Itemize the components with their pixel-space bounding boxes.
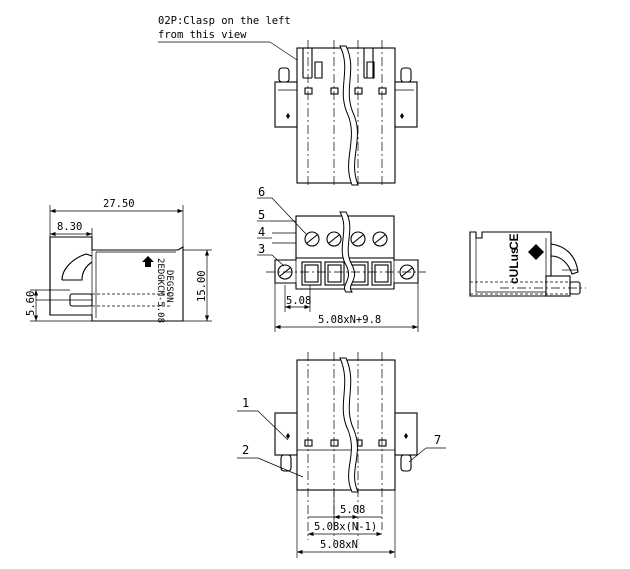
front-view: 6 5 4 3 5.08 5.08xN+9.8	[257, 185, 426, 332]
bottom-ear-left	[274, 412, 298, 456]
dim-front-total: 5.08xN+9.8	[318, 314, 381, 326]
dim-offset: 8.30	[57, 221, 82, 233]
ce-mark: CE	[507, 233, 521, 250]
callout-1: 1	[242, 396, 249, 410]
note-line-1: 02P:Clasp on the left	[158, 15, 291, 27]
side-view: 27.50 8.30 2EDGKCM-5.08 DEGSON 15.00	[25, 198, 212, 323]
dim-height: 15.00	[196, 270, 208, 302]
top-ear-right	[394, 81, 418, 128]
dim-overall-length: 27.50	[103, 198, 135, 210]
callout-4: 4	[258, 225, 265, 239]
dim-pitch-front: 5.08	[286, 295, 311, 307]
right-view: cULus CE	[469, 231, 586, 297]
side-body	[49, 236, 184, 322]
callout-5: 5	[258, 208, 265, 222]
side-marking-model: 2EDGKCM-5.08	[155, 258, 165, 323]
top-ear-left	[274, 81, 298, 128]
dim-pin-height: 5.60	[25, 291, 37, 316]
callout-7: 7	[434, 433, 441, 447]
dim-bottom-total: 5.08xN	[320, 539, 358, 551]
dim-pitch-bottom: 5.08	[340, 504, 365, 516]
brand-mark-icon	[528, 244, 544, 260]
bottom-view: 1 2 7 5.08 5.08x(N-1) 5.08xN	[237, 352, 446, 558]
side-marking-brand: DEGSON	[164, 270, 174, 303]
callout-2: 2	[242, 443, 249, 457]
callout-3: 3	[258, 242, 265, 256]
ul-mark: cULus	[507, 247, 521, 284]
note-line-2: from this view	[158, 29, 247, 41]
top-view: 02P:Clasp on the left from this view	[158, 15, 418, 188]
callout-6: 6	[258, 185, 265, 199]
brand-logo-icon	[142, 256, 154, 267]
dim-pitch-span: 5.08x(N-1)	[314, 521, 377, 533]
